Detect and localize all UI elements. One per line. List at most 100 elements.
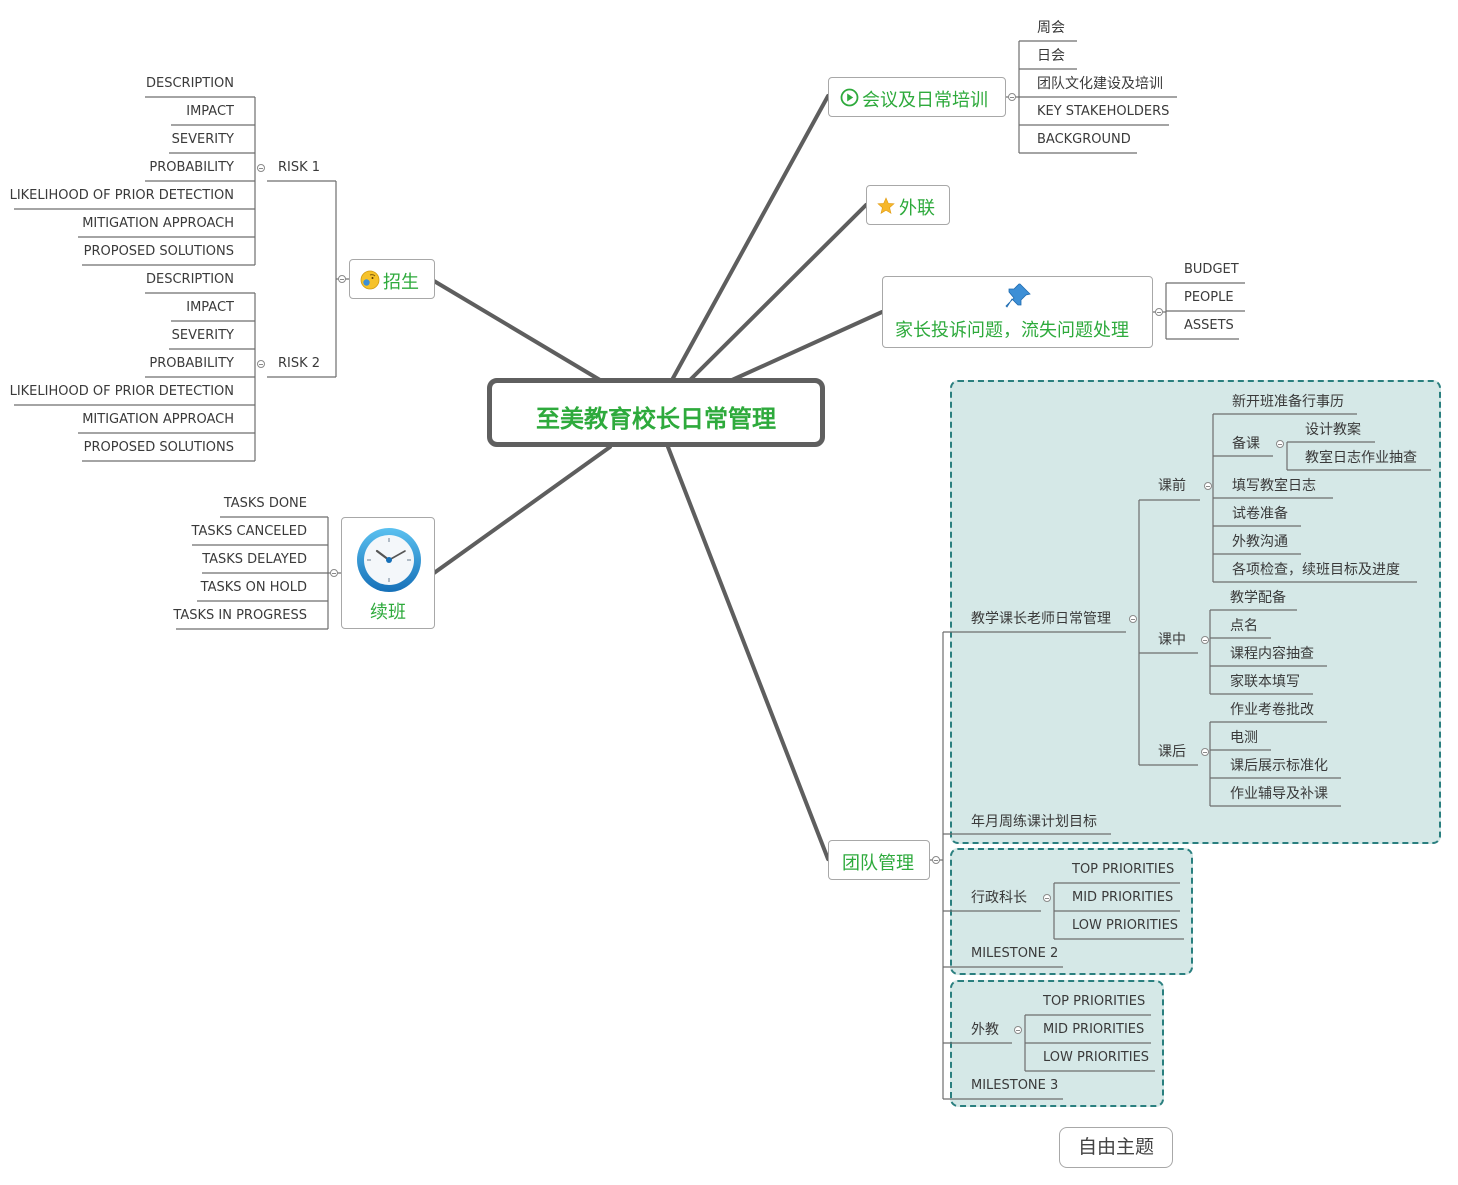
collapse-toggle-enrollment[interactable] — [338, 275, 346, 283]
risk1-child[interactable]: IMPACT — [186, 104, 234, 119]
phase-before[interactable]: 课前 — [1158, 478, 1186, 494]
collapse-toggle-team[interactable] — [932, 856, 940, 864]
collapse-toggle-lesson-prep[interactable] — [1276, 440, 1284, 448]
before-child[interactable]: 各项检查，续班目标及进度 — [1232, 562, 1400, 578]
risk2-child[interactable]: IMPACT — [186, 300, 234, 315]
topic-enrollment[interactable]: 招生 — [349, 259, 435, 299]
after-child[interactable]: 电测 — [1230, 730, 1258, 746]
complaints-child[interactable]: BUDGET — [1184, 262, 1239, 277]
yearly-plan-topic[interactable]: 年月周练课计划目标 — [971, 814, 1097, 830]
during-child[interactable]: 家联本填写 — [1230, 674, 1300, 690]
main-branch-renewal — [432, 445, 612, 575]
before-child[interactable]: 新开班准备行事历 — [1232, 394, 1344, 410]
main-branch-complaints — [730, 310, 884, 382]
main-branch-team — [666, 445, 830, 861]
foreign-teacher-topic[interactable]: 外教 — [971, 1022, 999, 1038]
during-child[interactable]: 课程内容抽查 — [1230, 646, 1314, 662]
risk-label[interactable]: RISK 1 — [278, 160, 321, 175]
collapse-toggle-risk2[interactable] — [257, 360, 265, 368]
main-branch-enrollment — [432, 279, 602, 382]
phase-after[interactable]: 课后 — [1158, 744, 1186, 760]
after-child[interactable]: 作业辅导及补课 — [1230, 786, 1328, 802]
meetings-child[interactable]: 周会 — [1037, 20, 1065, 36]
clock-icon — [357, 528, 421, 592]
meetings-child[interactable]: BACKGROUND — [1037, 132, 1131, 147]
meetings-child[interactable]: 团队文化建设及培训 — [1037, 76, 1163, 92]
topic-liaison-label: 外联 — [899, 198, 935, 219]
risk1-child[interactable]: DESCRIPTION — [146, 76, 234, 91]
risk1-child[interactable]: PROBABILITY — [149, 160, 234, 175]
milestone-2[interactable]: MILESTONE 2 — [971, 946, 1059, 961]
lesson-prep-child[interactable]: 教室日志作业抽查 — [1305, 450, 1417, 466]
renewal-child[interactable]: TASKS ON HOLD — [200, 580, 307, 595]
during-child[interactable]: 教学配备 — [1230, 590, 1286, 606]
lesson-prep-child[interactable]: 设计教案 — [1305, 422, 1361, 438]
collapse-toggle-foreign[interactable] — [1014, 1026, 1022, 1034]
after-child[interactable]: 课后展示标准化 — [1230, 758, 1328, 774]
star-icon — [877, 197, 895, 214]
meetings-child[interactable]: KEY STAKEHOLDERS — [1037, 104, 1170, 119]
foreign-child[interactable]: TOP PRIORITIES — [1043, 994, 1146, 1009]
topic-renewal-label: 续班 — [370, 602, 406, 623]
foreign-child[interactable]: LOW PRIORITIES — [1043, 1050, 1150, 1065]
renewal-child[interactable]: TASKS DELAYED — [202, 552, 307, 567]
smiley-icon — [360, 270, 380, 290]
teaching-boundary — [950, 380, 1441, 844]
risk2-child[interactable]: SEVERITY — [171, 328, 234, 343]
before-child[interactable]: 外教沟通 — [1232, 534, 1288, 550]
risk2-child[interactable]: MITIGATION APPROACH — [82, 412, 234, 427]
risk1-child[interactable]: PROPOSED SOLUTIONS — [83, 244, 234, 259]
risk2-child[interactable]: PROPOSED SOLUTIONS — [83, 440, 234, 455]
risk2-child[interactable]: LIKELIHOOD OF PRIOR DETECTION — [9, 384, 234, 399]
collapse-toggle-complaints[interactable] — [1155, 308, 1163, 316]
central-topic-label: 至美教育校长日常管理 — [536, 405, 776, 433]
topic-meetings-label: 会议及日常培训 — [862, 90, 988, 111]
meetings-child[interactable]: 日会 — [1037, 48, 1065, 64]
risk1-child[interactable]: MITIGATION APPROACH — [82, 216, 234, 231]
collapse-toggle-before[interactable] — [1204, 482, 1212, 490]
after-child[interactable]: 作业考卷批改 — [1230, 702, 1314, 718]
collapse-toggle-meetings[interactable] — [1008, 93, 1016, 101]
phase-during[interactable]: 课中 — [1158, 632, 1186, 648]
admin-child[interactable]: LOW PRIORITIES — [1072, 918, 1179, 933]
main-branch-meetings — [670, 94, 830, 382]
collapse-toggle-renewal[interactable] — [330, 569, 338, 577]
complaints-child[interactable]: PEOPLE — [1184, 290, 1234, 305]
complaints-child[interactable]: ASSETS — [1184, 318, 1234, 333]
risk-label[interactable]: RISK 2 — [278, 356, 321, 371]
collapse-toggle-risk1[interactable] — [257, 164, 265, 172]
topic-enrollment-label: 招生 — [383, 272, 419, 293]
topic-liaison[interactable]: 外联 — [866, 185, 950, 225]
central-topic[interactable]: 至美教育校长日常管理 — [487, 378, 825, 447]
lesson-prep-topic[interactable]: 备课 — [1232, 436, 1260, 452]
topic-complaints-label: 家长投诉问题，流失问题处理 — [895, 320, 1129, 341]
collapse-toggle-during[interactable] — [1201, 636, 1209, 644]
before-child[interactable]: 填写教室日志 — [1232, 478, 1316, 494]
pushpin-icon — [1005, 283, 1031, 308]
topic-renewal[interactable]: 续班 — [341, 517, 435, 629]
foreign-child[interactable]: MID PRIORITIES — [1043, 1022, 1145, 1037]
admin-topic[interactable]: 行政科长 — [971, 890, 1027, 906]
renewal-child[interactable]: TASKS DONE — [223, 496, 307, 511]
free-topic[interactable]: 自由主题 — [1059, 1127, 1173, 1168]
collapse-toggle-admin[interactable] — [1043, 894, 1051, 902]
risk2-child[interactable]: PROBABILITY — [149, 356, 234, 371]
topic-team[interactable]: 团队管理 — [828, 840, 930, 880]
teaching-topic[interactable]: 教学课长老师日常管理 — [971, 611, 1111, 627]
before-child[interactable]: 试卷准备 — [1232, 506, 1288, 522]
topic-meetings[interactable]: 会议及日常培训 — [828, 77, 1006, 117]
admin-child[interactable]: TOP PRIORITIES — [1072, 862, 1175, 877]
risk2-child[interactable]: DESCRIPTION — [146, 272, 234, 287]
collapse-toggle-teaching[interactable] — [1129, 615, 1137, 623]
admin-child[interactable]: MID PRIORITIES — [1072, 890, 1174, 905]
renewal-child[interactable]: TASKS CANCELED — [191, 524, 307, 539]
collapse-toggle-after[interactable] — [1201, 748, 1209, 756]
during-child[interactable]: 点名 — [1230, 618, 1258, 634]
risk1-child[interactable]: LIKELIHOOD OF PRIOR DETECTION — [9, 188, 234, 203]
milestone-3[interactable]: MILESTONE 3 — [971, 1078, 1059, 1093]
renewal-child[interactable]: TASKS IN PROGRESS — [173, 608, 307, 623]
topic-complaints[interactable]: 家长投诉问题，流失问题处理 — [882, 276, 1153, 348]
risk1-child[interactable]: SEVERITY — [171, 132, 234, 147]
